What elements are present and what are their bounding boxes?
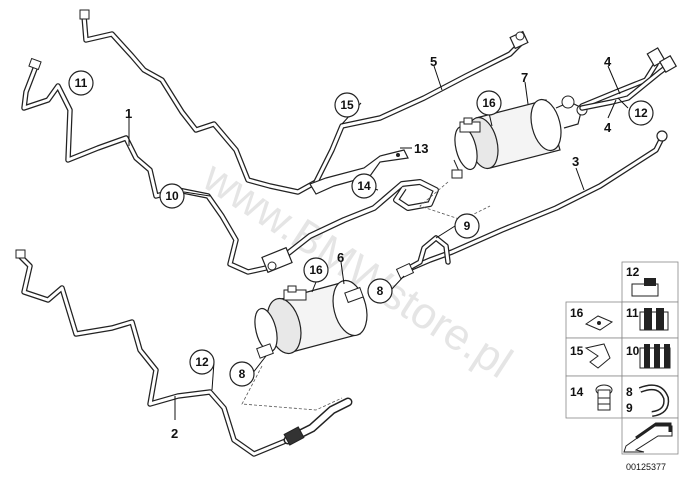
callout-8-right[interactable]: 8: [367, 278, 393, 304]
legend-label-12: 12: [626, 265, 640, 279]
callout-16-lower[interactable]: 16: [303, 257, 329, 283]
callout-11[interactable]: 11: [68, 70, 94, 96]
callout-4-bottom[interactable]: 4: [604, 120, 612, 135]
callout-15[interactable]: 15: [334, 92, 360, 118]
fuel-filter-7[interactable]: [451, 95, 588, 179]
parts-legend: 12 16 11 15 10 14 8 9: [565, 261, 679, 455]
callout-3[interactable]: 3: [572, 154, 579, 169]
callout-6[interactable]: 6: [337, 250, 344, 265]
legend-label-9: 9: [626, 401, 633, 415]
hose-clamp-8-9-icon: [638, 384, 670, 417]
svg-text:11: 11: [75, 76, 88, 90]
callout-16-upper[interactable]: 16: [476, 90, 502, 116]
pipes-4[interactable]: [579, 47, 678, 111]
svg-text:15: 15: [340, 98, 354, 112]
arrow-icon: [623, 422, 673, 453]
callout-14[interactable]: 14: [351, 173, 377, 199]
callout-7[interactable]: 7: [521, 70, 528, 85]
legend-label-16: 16: [570, 306, 584, 320]
pad-16-icon: [584, 315, 614, 331]
legend-label-11: 11: [626, 306, 639, 320]
callout-12-lower[interactable]: 12: [189, 349, 215, 375]
svg-text:16: 16: [482, 96, 496, 110]
clip-10-icon: [639, 344, 671, 369]
svg-text:16: 16: [309, 263, 323, 277]
callout-8-left[interactable]: 8: [229, 361, 255, 387]
svg-text:9: 9: [464, 219, 471, 233]
clip-11-icon: [639, 308, 669, 331]
callout-10[interactable]: 10: [159, 183, 185, 209]
pipe-1[interactable]: [21, 57, 269, 275]
callouts: 1 2 3 4 4 5 6 7 13 11 10 15 14 16: [68, 54, 654, 441]
assembly-line-lower: [241, 365, 343, 411]
clip-12-icon: [631, 278, 659, 297]
doc-number: 00125377: [626, 462, 666, 472]
assembly-line-upper: [419, 181, 491, 221]
callout-9[interactable]: 9: [454, 213, 480, 239]
callout-5[interactable]: 5: [430, 54, 437, 69]
callout-13[interactable]: 13: [414, 141, 428, 156]
callout-1[interactable]: 1: [125, 106, 132, 121]
svg-text:10: 10: [165, 189, 179, 203]
svg-text:14: 14: [357, 179, 371, 193]
legend-label-14: 14: [570, 385, 584, 399]
hose-14[interactable]: [261, 179, 439, 274]
legend-label-15: 15: [570, 344, 584, 358]
callout-12-upper[interactable]: 12: [628, 100, 654, 126]
svg-text:12: 12: [634, 106, 648, 120]
bolt-14-icon: [595, 384, 613, 411]
pipe-5[interactable]: [313, 30, 529, 185]
bracket-13[interactable]: [309, 149, 409, 195]
fuel-filter-6[interactable]: [251, 277, 372, 359]
callout-4-top[interactable]: 4: [604, 54, 612, 69]
svg-text:8: 8: [377, 284, 384, 298]
pipe-10[interactable]: [79, 9, 319, 195]
pipe-2[interactable]: [15, 249, 291, 457]
callout-2[interactable]: 2: [171, 426, 178, 441]
svg-text:8: 8: [239, 367, 246, 381]
legend-label-10: 10: [626, 344, 640, 358]
legend-label-8: 8: [626, 385, 633, 399]
clamp-15-icon: [584, 343, 611, 369]
svg-text:12: 12: [195, 355, 209, 369]
pipe-12-lower[interactable]: [283, 397, 353, 446]
pipe-3[interactable]: [399, 130, 668, 275]
pipe-9[interactable]: [395, 235, 451, 280]
